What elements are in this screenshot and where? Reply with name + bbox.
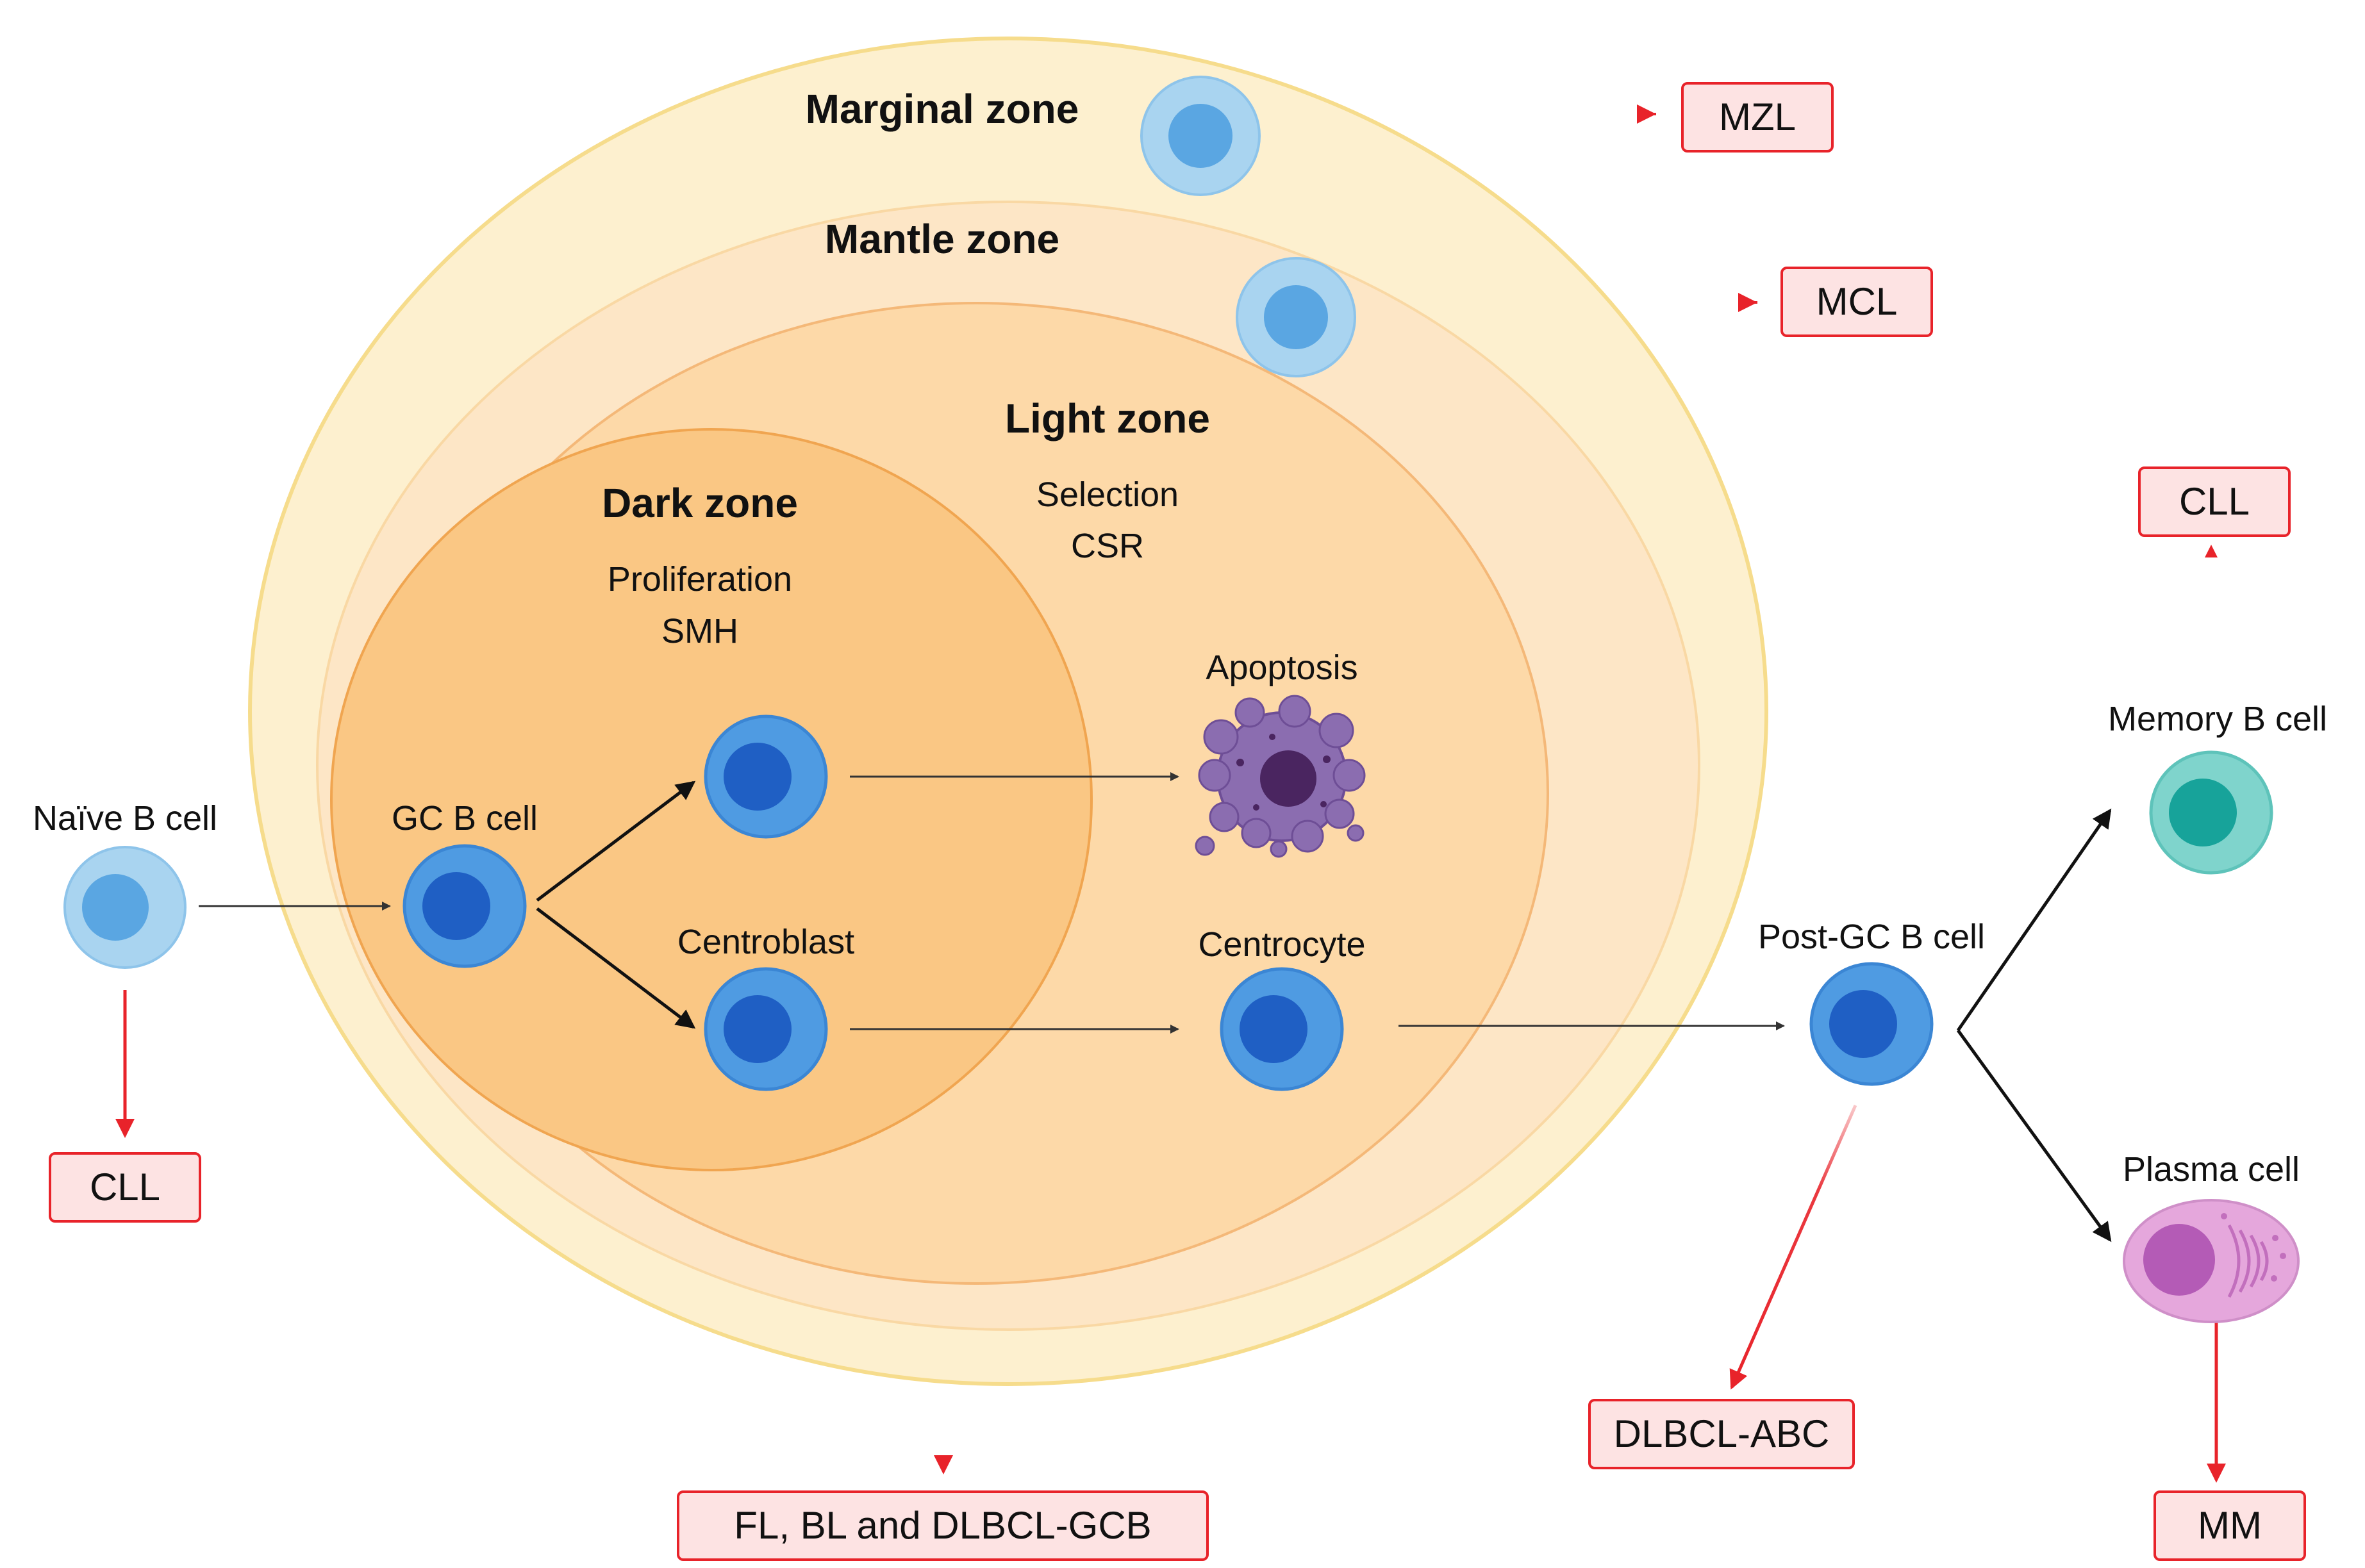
centrocyte-cell <box>1220 967 1344 1091</box>
naive-b-cell-label: Naïve B cell <box>33 799 217 838</box>
arrow-post-gc-to-plasma <box>1956 1029 2112 1242</box>
disease-label-dlbcl-abc: DLBCL-ABC <box>1614 1412 1830 1455</box>
disease-box-mcl: MCL <box>1780 267 1933 337</box>
red-arrow-to-dlbcl-abc <box>1729 1104 1857 1390</box>
disease-label-mcl: MCL <box>1816 280 1898 323</box>
apoptotic-cell <box>1195 695 1366 858</box>
disease-label-mzl: MZL <box>1719 95 1796 138</box>
disease-box-cll-naive: CLL <box>49 1152 201 1223</box>
apoptosis-label: Apoptosis <box>1206 648 1357 687</box>
upper-centroblast-cell <box>704 714 828 839</box>
centroblast-cell <box>704 967 828 1091</box>
disease-label-cll-memory: CLL <box>2179 480 2250 523</box>
memory-b-cell-label: Memory B cell <box>2108 700 2327 738</box>
mantle-zone-label: Mantle zone <box>825 216 1059 262</box>
plasma-cell <box>2123 1199 2300 1323</box>
centroblast-label: Centroblast <box>677 923 854 961</box>
mantle-zone-b-cell <box>1236 257 1356 377</box>
disease-box-mm: MM <box>2153 1490 2306 1561</box>
disease-label-mm: MM <box>2198 1504 2262 1547</box>
disease-box-mzl: MZL <box>1681 82 1834 153</box>
disease-label-cll-naive: CLL <box>90 1166 160 1209</box>
arrow-gc-to-upper-centroblast <box>536 780 696 902</box>
arrow-post-gc-to-memory <box>1956 808 2112 1032</box>
disease-box-cll-memory: CLL <box>2138 466 2291 537</box>
centrocyte-label: Centrocyte <box>1198 925 1365 964</box>
plasma-cell-label: Plasma cell <box>2123 1150 2300 1189</box>
naive-b-cell <box>63 846 187 969</box>
disease-label-fl-bl-dlbcl-gcb: FL, BL and DLBCL-GCB <box>734 1504 1151 1547</box>
gc-b-cell-label: GC B cell <box>392 799 538 838</box>
post-gc-b-cell-label: Post-GC B cell <box>1758 918 1985 956</box>
light-zone-label: Light zone <box>1005 395 1210 442</box>
light-zone-function-csr: CSR <box>1071 527 1144 565</box>
marginal-zone-b-cell <box>1140 76 1261 196</box>
light-zone-function-selection: Selection <box>1036 475 1179 514</box>
gc-b-cell <box>402 844 527 968</box>
arrow-gc-to-centroblast <box>536 907 696 1029</box>
dark-zone-function-proliferation: Proliferation <box>608 560 792 598</box>
memory-b-cell <box>2149 750 2273 875</box>
post-gc-b-cell <box>1809 962 1934 1086</box>
dark-zone-function-smh: SMH <box>661 612 738 650</box>
disease-box-fl-bl-dlbcl-gcb: FL, BL and DLBCL-GCB <box>677 1490 1209 1561</box>
dark-zone-label: Dark zone <box>602 480 798 526</box>
marginal-zone-label: Marginal zone <box>806 86 1079 132</box>
disease-box-dlbcl-abc: DLBCL-ABC <box>1588 1399 1855 1469</box>
